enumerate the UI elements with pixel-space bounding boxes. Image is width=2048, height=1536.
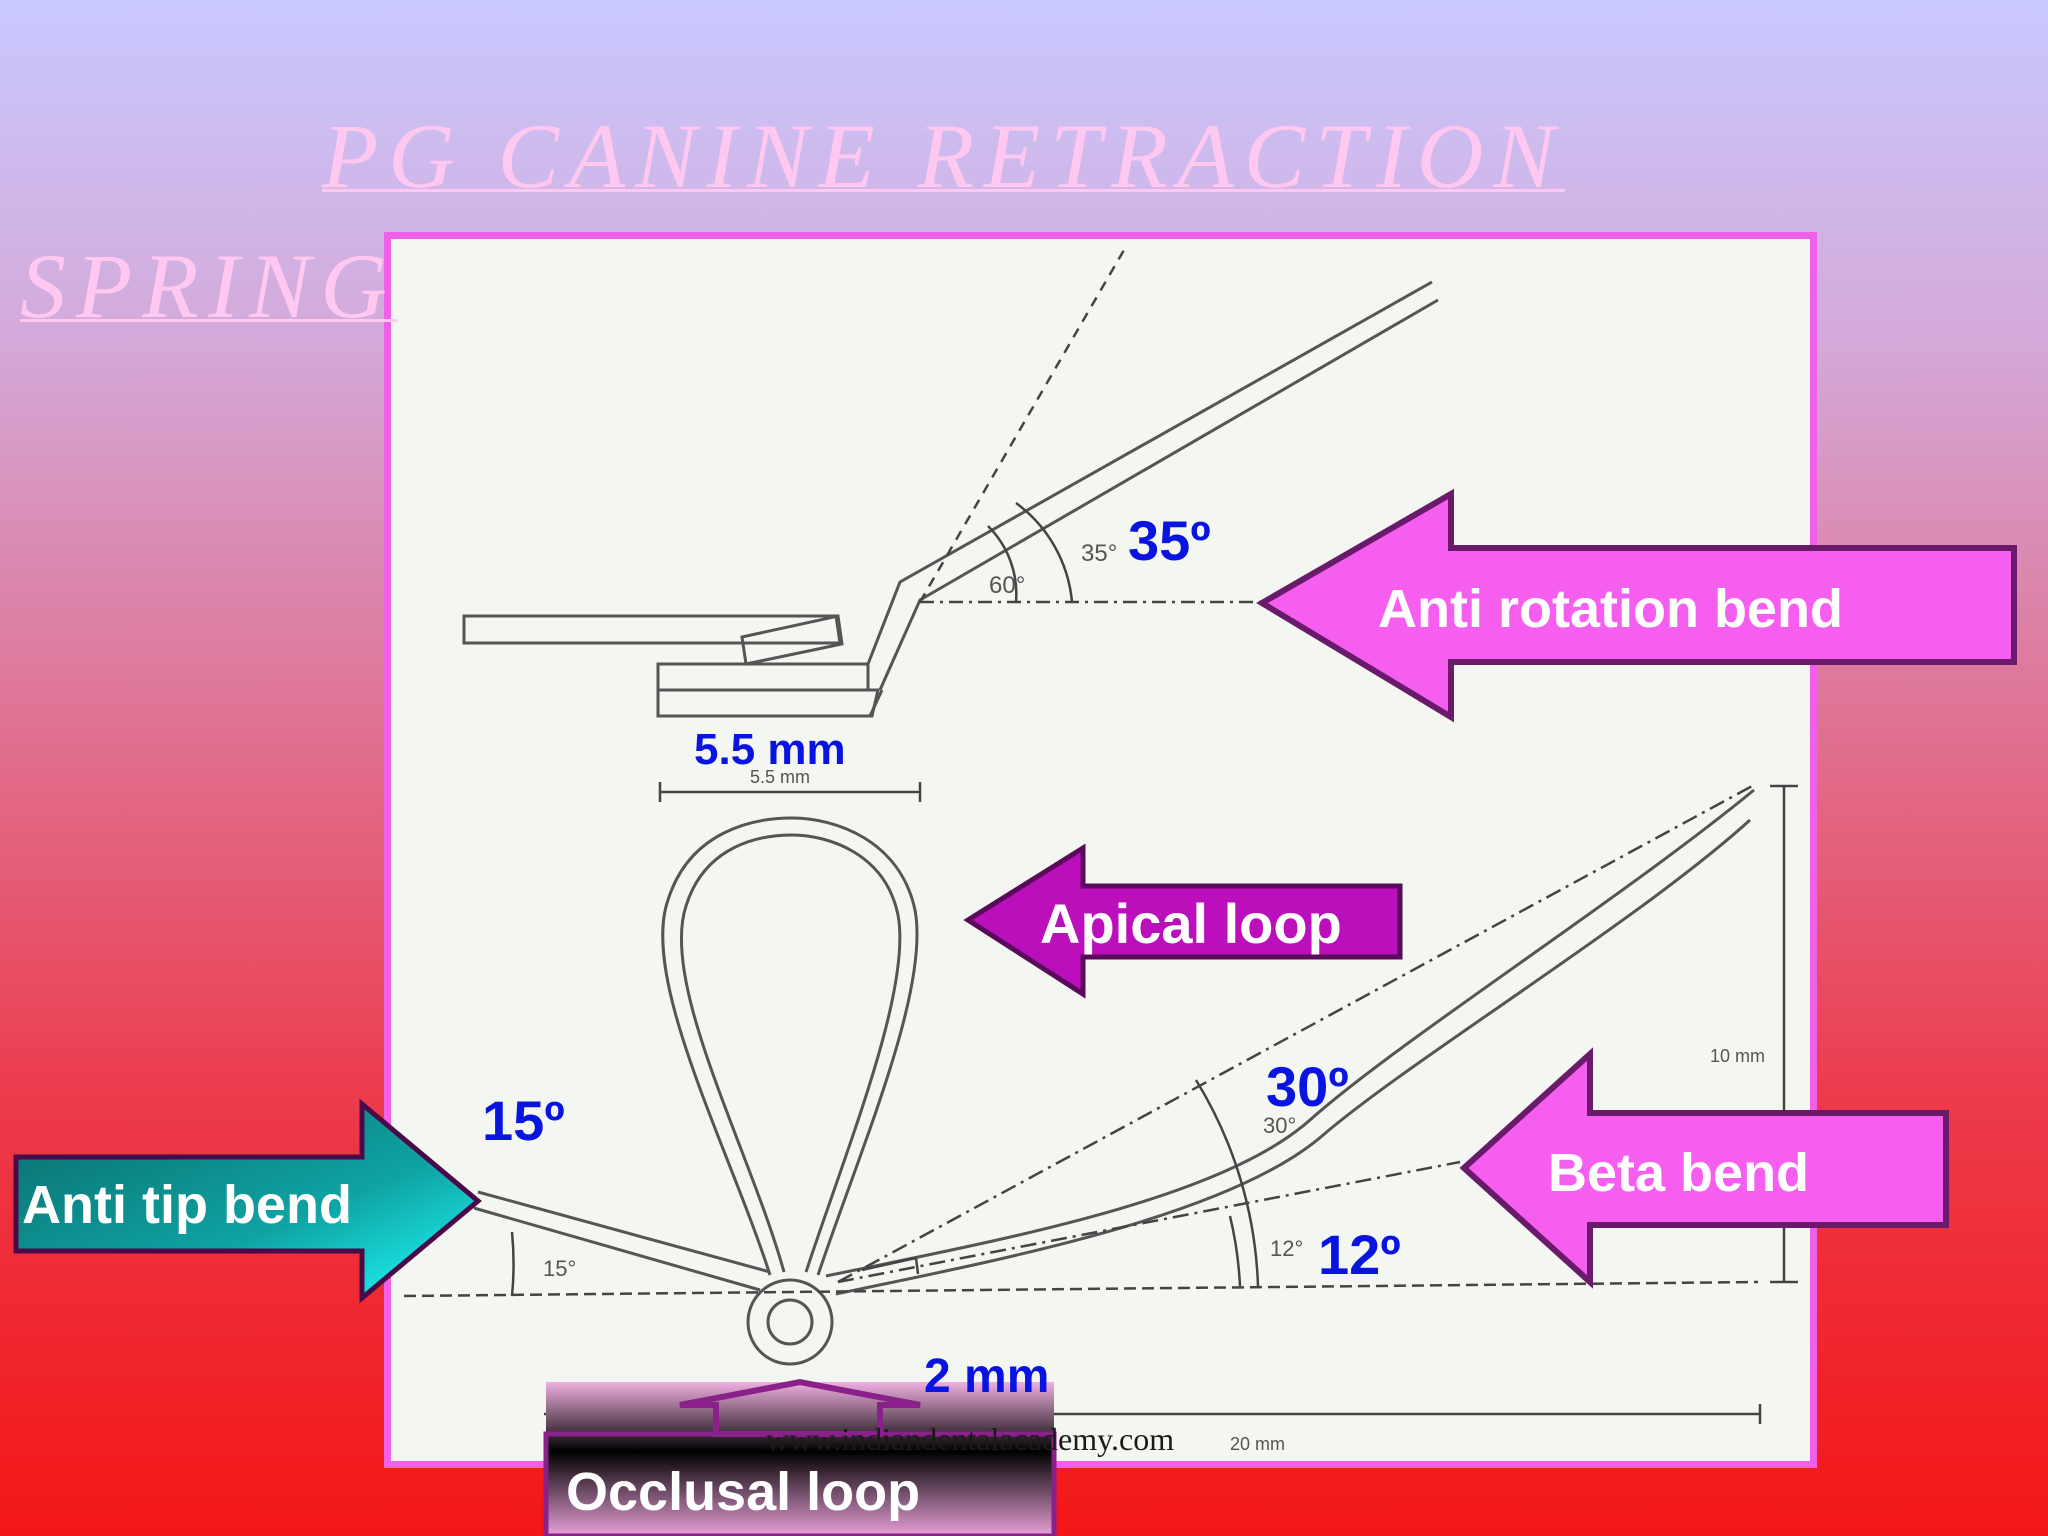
anti-tip-arrow bbox=[13, 1098, 482, 1304]
fig-label-55: 5.5 mm bbox=[750, 767, 810, 787]
slide-title-line2: SPRING bbox=[20, 235, 397, 337]
apical-loop-arrow bbox=[963, 843, 1403, 999]
angle-30-label: 30º bbox=[1266, 1055, 1349, 1118]
occlusal-loop-box bbox=[546, 1382, 1054, 1536]
fig-label-15: 15° bbox=[543, 1256, 576, 1281]
occlusal-loop-wire bbox=[746, 1278, 834, 1366]
occlusal-loop-label: Occlusal loop bbox=[566, 1462, 920, 1522]
anti-rotation-drawing bbox=[462, 280, 1439, 718]
apical-loop-wire bbox=[661, 816, 919, 1276]
occlusal-loop-arrow bbox=[679, 1378, 921, 1437]
slide-title-line1: PG CANINE RETRACTION bbox=[322, 105, 1565, 207]
anti-rotation-guides bbox=[918, 249, 1262, 604]
width-55-label: 5.5 mm bbox=[694, 725, 846, 774]
angle-12-label: 12º bbox=[1318, 1223, 1401, 1286]
fig-label-60: 60° bbox=[989, 572, 1025, 599]
fig-label-12: 12° bbox=[1270, 1236, 1303, 1261]
spring-arms bbox=[473, 788, 1755, 1296]
watermark: www.indiandentalacademy.com bbox=[766, 1421, 1174, 1457]
angle-15-label: 15º bbox=[482, 1089, 565, 1152]
apical-loop-label: Apical loop bbox=[1040, 892, 1342, 955]
fig-label-30: 30° bbox=[1263, 1113, 1296, 1138]
beta-bend-arrow bbox=[1459, 1047, 1949, 1289]
anti-tip-label: Anti tip bend bbox=[22, 1175, 352, 1235]
anti-rotation-arrow bbox=[1256, 488, 2017, 723]
beta-bend-label: Beta bend bbox=[1548, 1143, 1809, 1203]
fig-label-35: 35° bbox=[1081, 540, 1117, 567]
angle-35-label: 35º bbox=[1128, 509, 1211, 572]
width-2-label: 2 mm bbox=[924, 1350, 1049, 1403]
fig-label-10mm: 10 mm bbox=[1710, 1046, 1765, 1066]
anti-rotation-label: Anti rotation bend bbox=[1378, 579, 1843, 639]
fig-label-20mm: 20 mm bbox=[1230, 1434, 1285, 1454]
